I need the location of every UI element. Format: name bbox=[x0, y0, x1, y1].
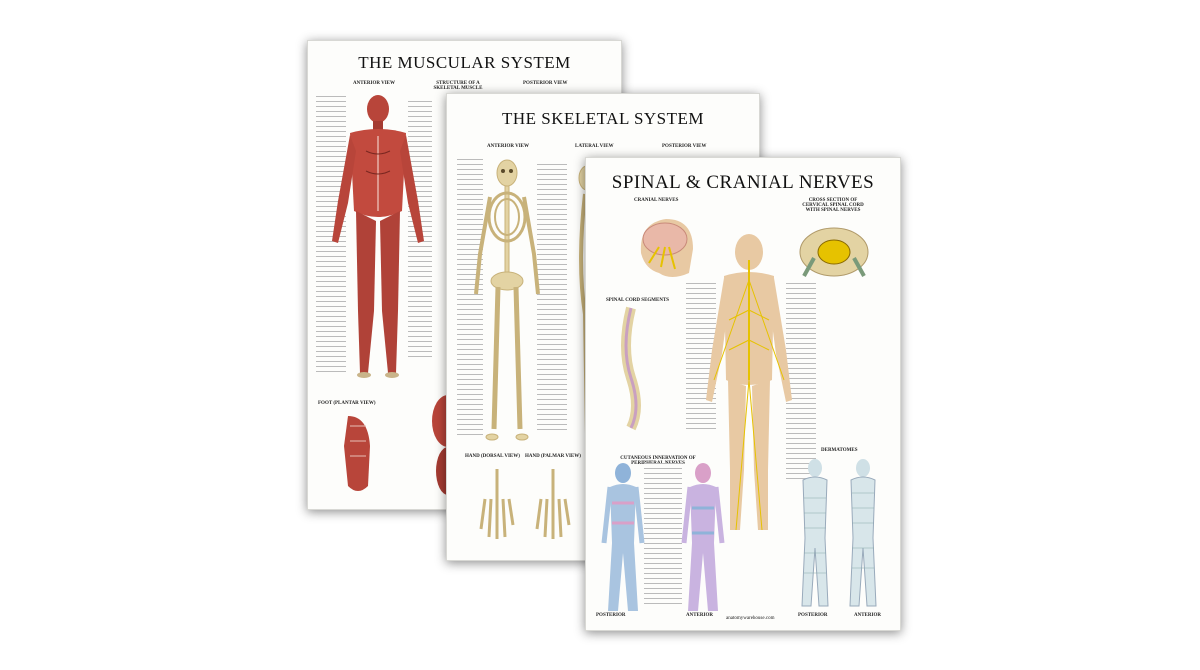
view-label: DERMATOMES bbox=[821, 448, 858, 453]
annotation-lines bbox=[786, 283, 816, 483]
annotation-lines bbox=[686, 283, 716, 433]
view-label: FOOT (PLANTAR VIEW) bbox=[318, 401, 376, 406]
view-label: CRANIAL NERVES bbox=[634, 198, 679, 203]
view-label: POSTERIOR VIEW bbox=[662, 144, 707, 149]
view-label: ANTERIOR VIEW bbox=[353, 81, 395, 86]
spinal-column-figure bbox=[621, 306, 641, 431]
view-label: ANTERIOR bbox=[854, 613, 881, 618]
skeleton-figure bbox=[474, 159, 540, 441]
view-label: ANTERIOR bbox=[686, 613, 713, 618]
view-label: POSTERIOR bbox=[798, 613, 828, 618]
hand-dorsal-figure bbox=[479, 469, 515, 539]
annotation-lines bbox=[457, 159, 483, 439]
muscular-figure bbox=[332, 95, 424, 378]
dermatome-figure bbox=[801, 459, 829, 607]
annotation-lines bbox=[316, 96, 346, 376]
website-label: anatomywarehouse.com bbox=[726, 616, 775, 621]
spinal-cord-cross-section-figure bbox=[799, 227, 869, 277]
hand-palmar-figure bbox=[535, 469, 571, 539]
annotation-lines bbox=[537, 164, 567, 434]
poster-title: THE MUSCULAR SYSTEM bbox=[358, 53, 571, 72]
cutaneous-innervation-figure bbox=[681, 463, 725, 611]
view-label: ANTERIOR VIEW bbox=[487, 144, 529, 149]
view-label: HAND (PALMAR VIEW) bbox=[525, 454, 581, 459]
dermatome-figure bbox=[849, 459, 877, 607]
poster-title: THE SKELETAL SYSTEM bbox=[501, 109, 705, 128]
view-label: STRUCTURE OF A SKELETAL MUSCLE bbox=[433, 81, 483, 91]
view-label: HAND (DORSAL VIEW) bbox=[465, 454, 520, 459]
cranial-nerves-head-figure bbox=[640, 219, 693, 277]
cutaneous-innervation-figure bbox=[601, 463, 645, 611]
poster-title: SPINAL & CRANIAL NERVES bbox=[611, 172, 875, 193]
view-label: LATERAL VIEW bbox=[575, 144, 614, 149]
view-label: POSTERIOR VIEW bbox=[523, 81, 568, 86]
view-label: POSTERIOR bbox=[596, 613, 626, 618]
view-label: SPINAL CORD SEGMENTS bbox=[606, 298, 670, 303]
annotation-lines bbox=[644, 463, 682, 608]
view-label: CROSS SECTION OF CERVICAL SPINAL CORD WI… bbox=[802, 198, 864, 213]
nervous-system-figure bbox=[706, 234, 792, 531]
foot-muscle-figure bbox=[344, 416, 370, 491]
spinal-cranial-nerves-poster: SPINAL & CRANIAL NERVES CRANIAL NERVES C… bbox=[585, 157, 901, 631]
